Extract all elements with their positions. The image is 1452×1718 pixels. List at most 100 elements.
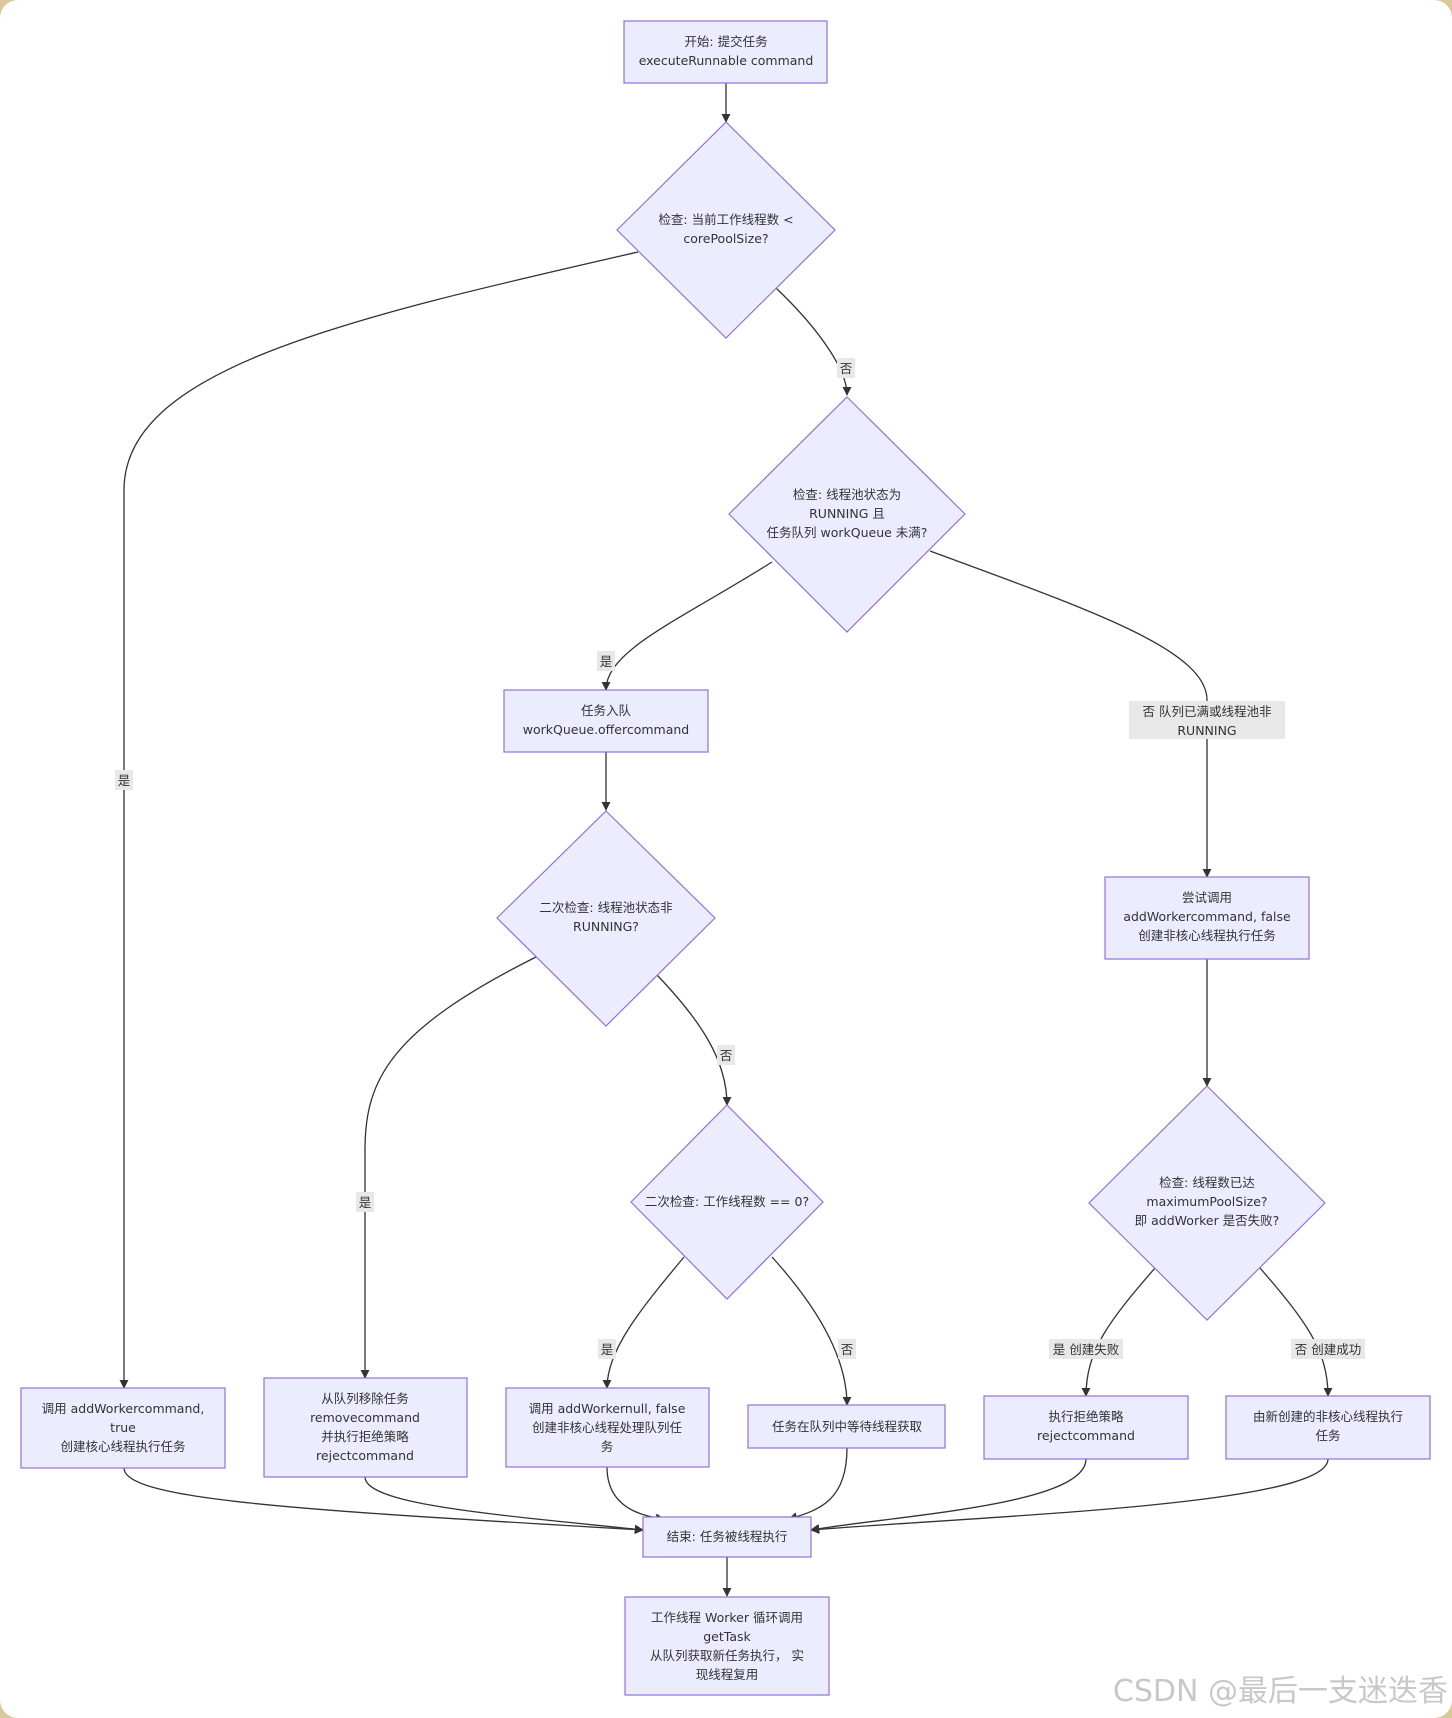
node-try-noncore: 尝试调用 addWorkercommand, false 创建非核心线程执行任务 bbox=[1104, 876, 1310, 960]
node-line: 并执行拒绝策略 bbox=[321, 1429, 409, 1444]
node-line: 创建非核心线程执行任务 bbox=[1138, 928, 1276, 943]
node-line: corePoolSize? bbox=[683, 231, 768, 246]
edge-new-exec-to-end bbox=[810, 1458, 1329, 1534]
edge-label-workers-no: 否 bbox=[838, 1339, 856, 1359]
edge-label-workers-yes: 是 bbox=[598, 1339, 616, 1359]
edge-check-core-no bbox=[775, 287, 852, 396]
node-line: RUNNING? bbox=[573, 919, 639, 934]
node-line: 执行拒绝策略 bbox=[1048, 1409, 1124, 1424]
node-line: maximumPoolSize? bbox=[1146, 1194, 1267, 1209]
node-line: executeRunnable command bbox=[639, 53, 814, 68]
node-line: 二次检查: 线程池状态非 bbox=[539, 900, 672, 915]
node-line: addWorkercommand, false bbox=[1123, 909, 1291, 924]
svg-text:由新创建的非核心线程执行任务: 由新创建的非核心线程执行任务 bbox=[1253, 1409, 1403, 1443]
edge-label-line: 是 创建失败 bbox=[1053, 1342, 1120, 1357]
edge-remove-reject-to-end bbox=[364, 1476, 644, 1534]
edge-label-line: 否 创建成功 bbox=[1295, 1342, 1361, 1357]
edge-label-running-yes: 是 bbox=[597, 651, 615, 671]
edge-add-core-to-end bbox=[123, 1467, 644, 1535]
edge-workers-no bbox=[771, 1256, 852, 1406]
node-new-noncore-exec: 由新创建的非核心线程执行任务 bbox=[1225, 1395, 1431, 1460]
edge-check-running-no bbox=[929, 550, 1212, 878]
node-line: 任务在队列中等待线程获取 bbox=[772, 1419, 923, 1434]
edge-label-line: 是 bbox=[359, 1195, 372, 1210]
node-line: 任务队列 workQueue 未满? bbox=[767, 525, 928, 540]
node-line: 检查: 线程池状态为 bbox=[793, 487, 901, 502]
svg-text:是 创建失败: 是 创建失败 bbox=[1053, 1342, 1120, 1357]
edge-max-yes bbox=[1081, 1267, 1156, 1397]
edge-label-recheck-yes: 是 bbox=[356, 1192, 374, 1212]
node-line: true bbox=[110, 1420, 136, 1435]
node-line: removecommand bbox=[310, 1410, 420, 1425]
edges bbox=[119, 83, 1333, 1597]
edge-label-core-no: 否 bbox=[837, 358, 855, 378]
edge-recheck-yes bbox=[360, 956, 537, 1379]
svg-text:否: 否 bbox=[720, 1048, 733, 1063]
node-end: 结束: 任务被线程执行 bbox=[642, 1516, 812, 1558]
svg-text:任务在队列中等待线程获取: 任务在队列中等待线程获取 bbox=[772, 1419, 923, 1434]
node-add-null-worker: 调用 addWorkernull, false 创建非核心线程处理队列任务 bbox=[505, 1387, 710, 1468]
node-recheck-running: 二次检查: 线程池状态非 RUNNING? bbox=[496, 810, 716, 1027]
edge-label-max-yes: 是 创建失败 bbox=[1049, 1339, 1123, 1359]
node-wait-in-queue: 任务在队列中等待线程获取 bbox=[747, 1404, 946, 1449]
edge-wait-to-end bbox=[788, 1447, 848, 1522]
node-check-core: 检查: 当前工作线程数 <corePoolSize? bbox=[616, 121, 836, 339]
node-reject: 执行拒绝策略 rejectcommand bbox=[983, 1395, 1189, 1460]
edge-reject-to-end bbox=[810, 1458, 1087, 1534]
svg-text:否: 否 bbox=[841, 1342, 854, 1357]
node-line: 任务 bbox=[1315, 1428, 1340, 1443]
node-line: 调用 addWorkernull, false bbox=[529, 1401, 686, 1416]
edge-label-running-no: 否 队列已满或线程池非 RUNNING bbox=[1129, 701, 1285, 739]
node-line: 尝试调用 bbox=[1182, 890, 1232, 905]
edge-label-line: 是 bbox=[600, 654, 613, 669]
edge-label-recheck-no: 否 bbox=[717, 1045, 735, 1065]
node-line: 调用 addWorkercommand, bbox=[42, 1401, 205, 1416]
edge-label-core-yes: 是 bbox=[115, 770, 133, 790]
node-line: rejectcommand bbox=[316, 1448, 414, 1463]
edge-label-line: RUNNING bbox=[1177, 723, 1236, 738]
node-line: 二次检查: 工作线程数 == 0? bbox=[645, 1194, 809, 1209]
node-line: 创建非核心线程处理队列任 bbox=[532, 1420, 682, 1435]
svg-text:二次检查: 工作线程数 == 0?: 二次检查: 工作线程数 == 0? bbox=[645, 1194, 809, 1209]
node-line: rejectcommand bbox=[1037, 1428, 1135, 1443]
node-line: 务 bbox=[601, 1439, 614, 1454]
node-line: 即 addWorker 是否失败? bbox=[1135, 1213, 1280, 1228]
node-line: 现线程复用 bbox=[696, 1667, 759, 1682]
node-line: 检查: 线程数已达 bbox=[1159, 1175, 1255, 1190]
node-line: getTask bbox=[703, 1629, 751, 1644]
svg-text:是: 是 bbox=[359, 1195, 372, 1210]
edge-workers-yes bbox=[602, 1256, 685, 1389]
node-line: 工作线程 Worker 循环调用 bbox=[651, 1610, 803, 1625]
svg-text:否: 否 bbox=[840, 361, 853, 376]
edge-check-core-yes bbox=[119, 251, 639, 1389]
node-line: 从队列获取新任务执行， 实 bbox=[650, 1648, 804, 1663]
node-line: 任务入队 bbox=[581, 703, 632, 718]
svg-text:检查: 当前工作线程数 <corePoolSize?: 检查: 当前工作线程数 <corePoolSize? bbox=[658, 212, 793, 246]
watermark: CSDN @最后一支迷迭香 bbox=[1112, 1674, 1448, 1709]
edge-label-line: 否 队列已满或线程池非 bbox=[1143, 704, 1272, 719]
svg-text:是: 是 bbox=[601, 1342, 614, 1357]
edge-label-line: 否 bbox=[720, 1048, 733, 1063]
edge-label-max-no: 否 创建成功 bbox=[1291, 1339, 1365, 1359]
edge-label-line: 否 bbox=[841, 1342, 854, 1357]
edge-label-line: 是 bbox=[601, 1342, 614, 1357]
svg-text:否 创建成功: 否 创建成功 bbox=[1295, 1342, 1361, 1357]
edge-check-running-yes bbox=[601, 561, 773, 691]
edge-label-line: 是 bbox=[118, 773, 131, 788]
